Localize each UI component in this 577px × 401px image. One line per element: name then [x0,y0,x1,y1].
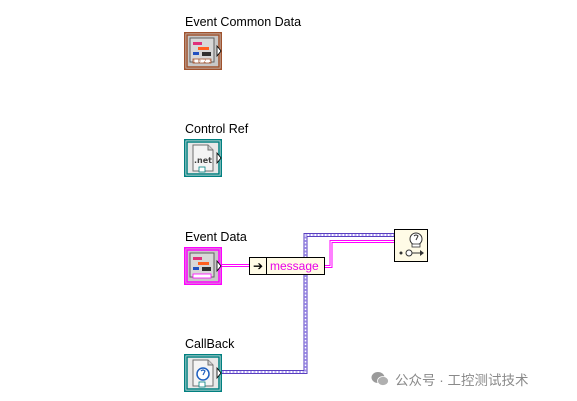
register-callback-node[interactable] [394,229,428,262]
cluster-icon: 1 0 2 3 [184,32,222,70]
callback-terminal[interactable] [184,354,222,392]
watermark-text: 公众号 · 工控测试技术 [395,373,529,388]
watermark: 公众号 · 工控测试技术 [371,369,529,389]
register-callback-icon [399,232,424,257]
unbundle-by-name-node[interactable]: ➔ message [249,257,325,275]
event-data-wire[interactable] [222,264,249,267]
message-wire[interactable] [324,240,394,268]
callback-label: CallBack [185,337,235,351]
event-common-data-label: Event Common Data [185,15,302,29]
control-ref-terminal[interactable]: .net [184,139,222,177]
unbundle-arrow-icon: ➔ [250,258,267,274]
control-ref-label: Control Ref [185,122,249,136]
svg-text:.net: .net [194,156,212,165]
event-common-data-terminal[interactable]: 1 0 2 3 [184,32,222,70]
svg-text:1 0 2 3: 1 0 2 3 [193,59,212,65]
wechat-icon [371,372,389,386]
callback-wire[interactable] [222,233,394,374]
event-data-terminal[interactable] [184,247,222,285]
refnum-icon: .net [184,139,222,177]
cluster-icon [184,247,222,285]
event-data-label: Event Data [185,230,247,244]
callback-refnum-icon [184,354,222,392]
unbundle-field-message[interactable]: message [270,259,319,273]
